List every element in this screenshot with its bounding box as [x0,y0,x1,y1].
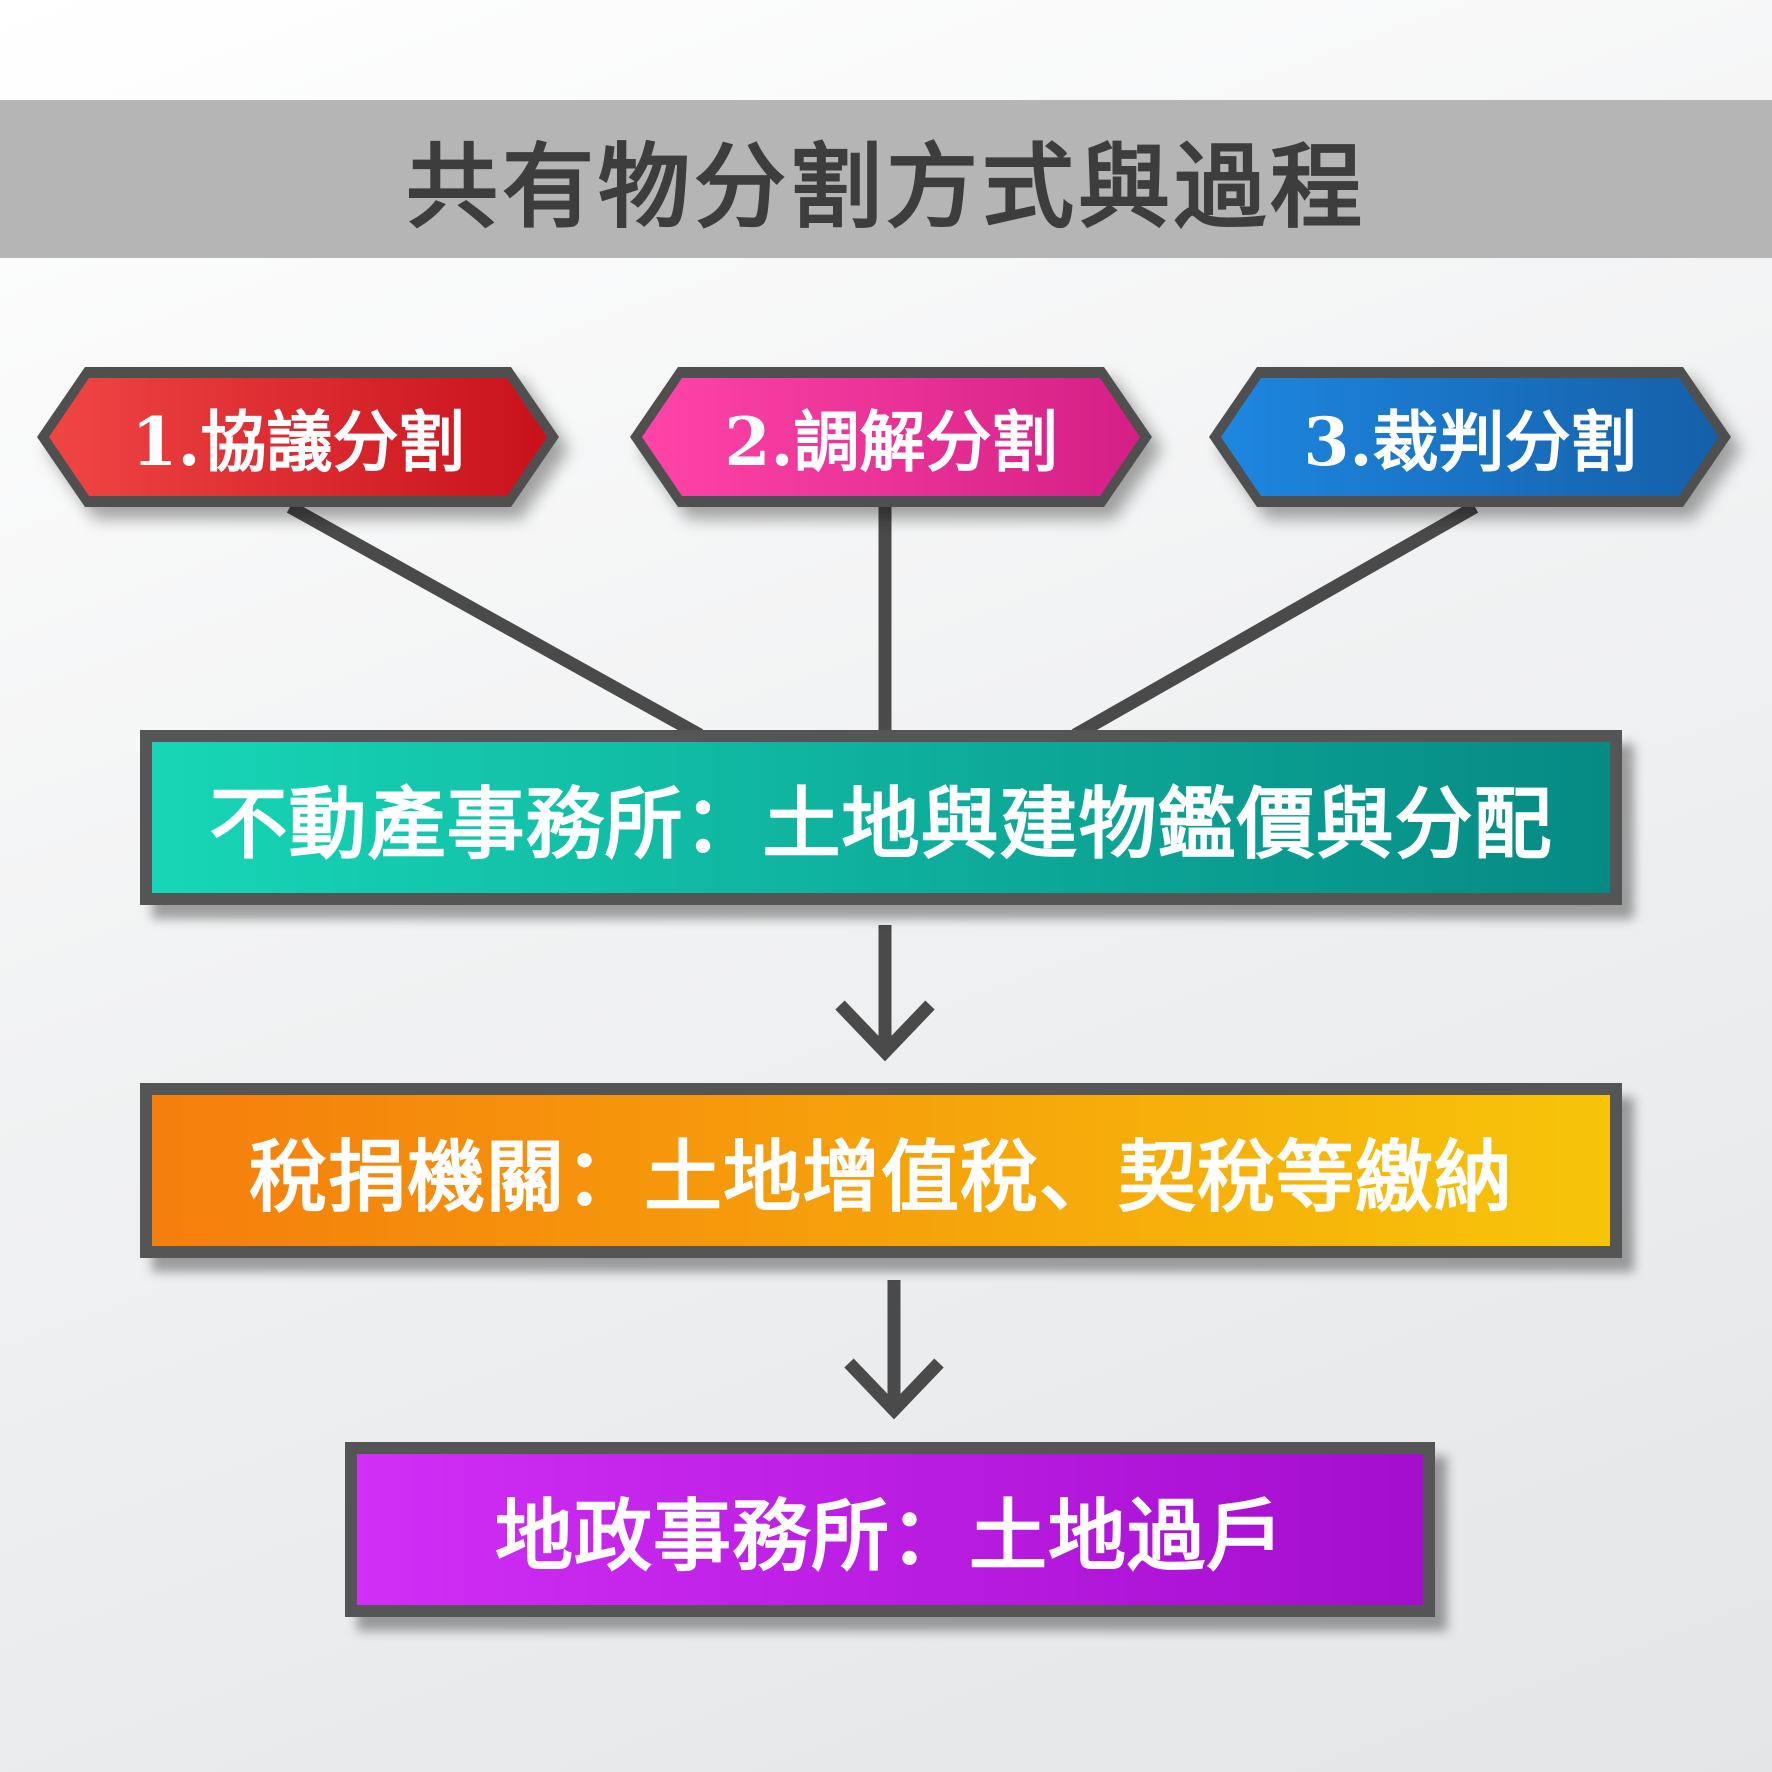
diagram-title: 共有物分割方式與過程 [405,132,1366,241]
method-judicial-label: 3.裁判分割 [1303,403,1637,481]
step-tax: 稅捐機關：土地增值稅、契稅等繳納 [140,1083,1622,1258]
method-mediation: 2.調解分割 [630,367,1152,507]
step-tax-label: 稅捐機關：土地增值稅、契稅等繳納 [248,1131,1513,1223]
method-agreement: 1.協議分割 [37,367,559,507]
connector-method-1 [286,501,704,741]
arrow-head-1 [835,1000,935,1062]
title-bar: 共有物分割方式與過程 [0,100,1772,258]
method-mediation-label: 2.調解分割 [724,403,1058,481]
arrow-head-2 [844,1358,944,1420]
step-registration: 地政事務所：土地過戶 [345,1442,1435,1617]
step-appraisal: 不動產事務所：土地與建物鑑價與分配 [140,730,1622,905]
method-agreement-label: 1.協議分割 [131,403,465,481]
method-judicial: 3.裁判分割 [1209,367,1731,507]
connector-method-3 [1071,501,1479,741]
step-appraisal-label: 不動產事務所：土地與建物鑑價與分配 [209,778,1553,870]
step-registration-label: 地政事務所：土地過戶 [494,1490,1285,1582]
